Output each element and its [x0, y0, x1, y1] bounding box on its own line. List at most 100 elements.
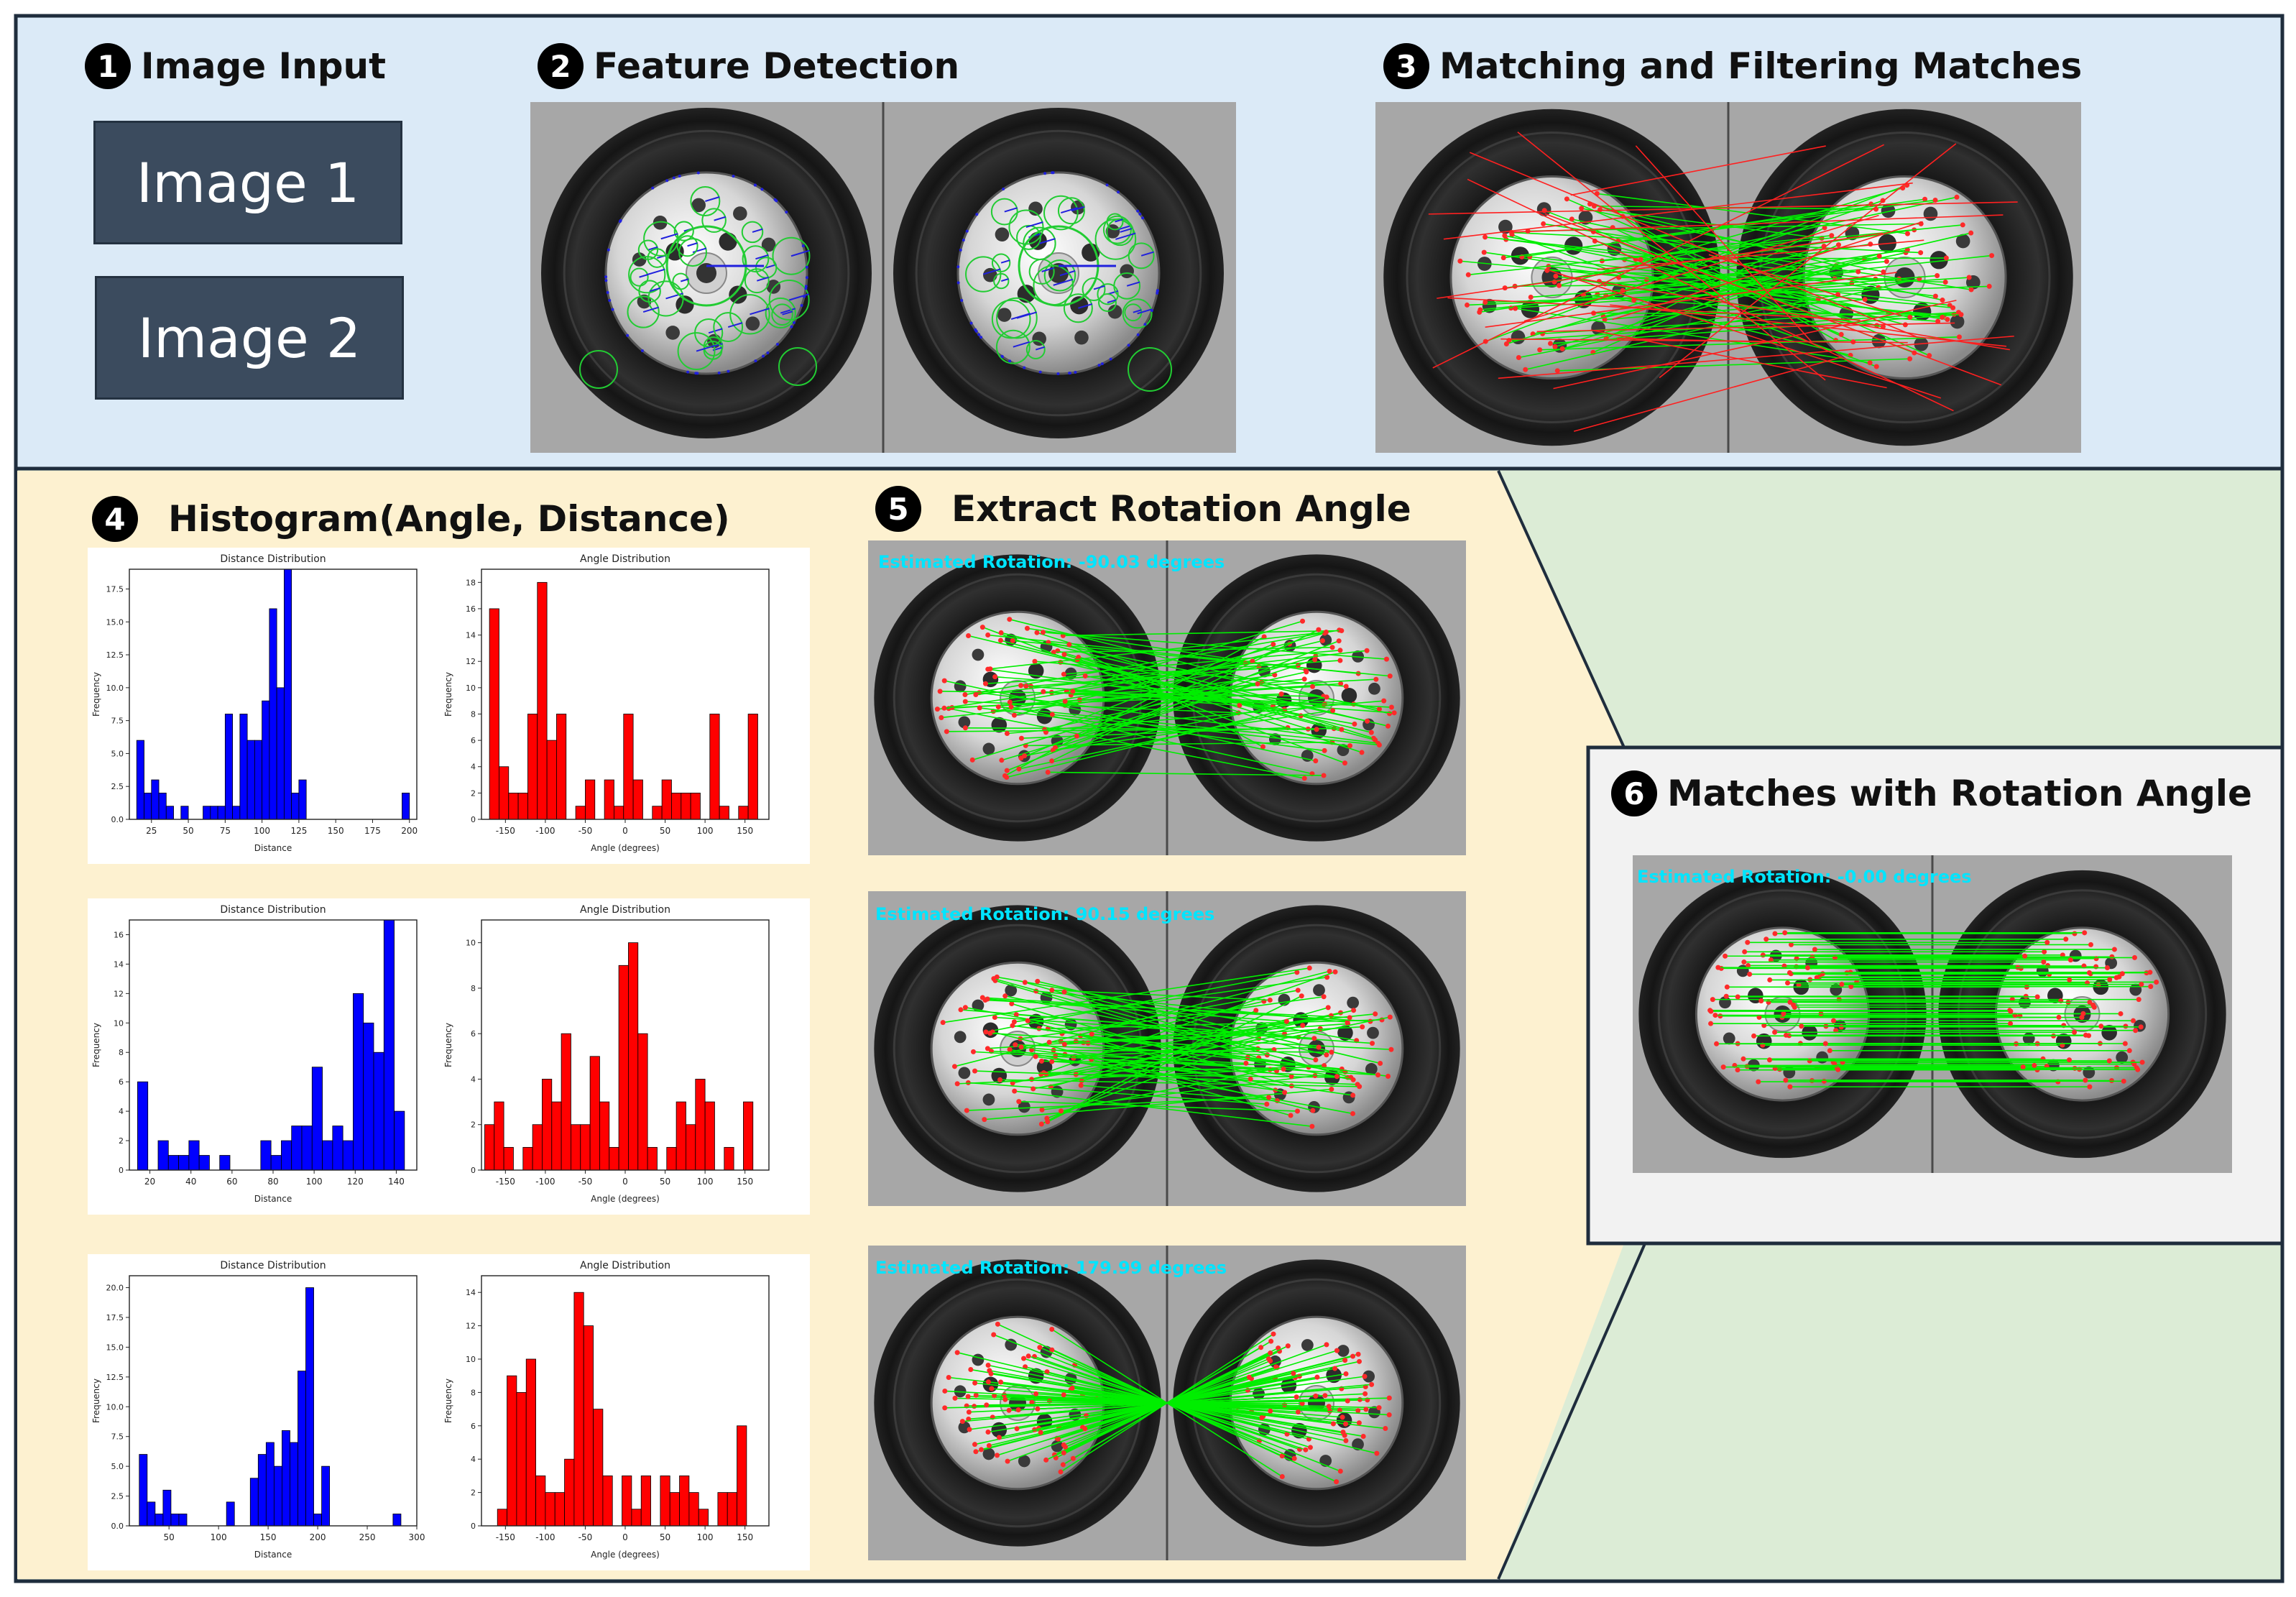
- match-point: [959, 1419, 965, 1425]
- match-point: [1033, 1054, 1038, 1059]
- match-point: [1544, 267, 1550, 273]
- y-tick-label: 17.5: [106, 1313, 124, 1322]
- histogram-bar: [503, 1146, 514, 1171]
- good-match: [1078, 656, 1368, 722]
- match-point: [1044, 1369, 1050, 1375]
- match-point: [1386, 1395, 1392, 1401]
- match-point: [1940, 315, 1945, 321]
- bad-match: [1498, 335, 2014, 379]
- histogram-bar: [180, 806, 189, 820]
- keypoint-circle: [701, 208, 727, 233]
- match-point: [1329, 1087, 1334, 1092]
- match-point: [2148, 984, 2154, 990]
- histogram-bar: [283, 569, 292, 820]
- keypoint-orientation: [646, 268, 665, 276]
- match-point: [2067, 957, 2073, 963]
- match-point: [1751, 1033, 1757, 1039]
- histogram-bar: [522, 1146, 533, 1171]
- match-lines: [942, 1321, 1392, 1485]
- match-point: [1362, 1373, 1368, 1379]
- histogram-bar: [290, 1442, 298, 1527]
- chart-title: Angle Distribution: [580, 1260, 670, 1271]
- match-point: [1038, 1121, 1044, 1127]
- keypoint-dot: [1156, 290, 1159, 293]
- match-point: [991, 1332, 997, 1338]
- match-point: [1386, 1073, 1391, 1079]
- keypoint-dot: [1051, 171, 1055, 175]
- keypoint-dot: [1074, 371, 1077, 374]
- match-point: [2111, 947, 2117, 952]
- step3-badge: 3: [1383, 43, 1429, 89]
- match-point: [937, 689, 943, 694]
- match-point: [2087, 999, 2093, 1005]
- match-point: [1523, 367, 1529, 372]
- keypoint-dot: [805, 276, 808, 280]
- center-hole: [1337, 1025, 1353, 1041]
- match-point: [1295, 988, 1301, 993]
- match-point: [1039, 1107, 1045, 1113]
- good-match: [1071, 678, 1376, 696]
- histogram-bar: [743, 1101, 754, 1171]
- y-tick-label: 7.5: [111, 1432, 124, 1442]
- match-point: [1334, 1348, 1340, 1353]
- keypoint-orientation: [1133, 309, 1142, 313]
- match-point: [1012, 1088, 1018, 1094]
- match-point: [1070, 689, 1076, 694]
- y-tick-label: 17.5: [106, 584, 124, 594]
- good-match: [987, 998, 1287, 1022]
- keypoint-orientation: [713, 343, 723, 347]
- match-point: [1373, 737, 1378, 743]
- keypoint-dot: [1117, 190, 1120, 194]
- good-match: [979, 691, 1378, 744]
- keypoint-dot: [1097, 364, 1101, 367]
- y-tick-label: 5.0: [111, 1462, 124, 1471]
- tire-groove: [1758, 132, 2051, 423]
- keypoint-orientation: [687, 242, 698, 247]
- x-tick-label: -150: [496, 1177, 515, 1187]
- bolt-hole: [1955, 234, 1970, 249]
- histogram-bar: [737, 1425, 747, 1527]
- match-point: [966, 633, 972, 639]
- x-tick-label: 100: [306, 1177, 323, 1187]
- match-point: [942, 1388, 948, 1394]
- match-point: [1835, 1067, 1841, 1072]
- match-point: [1288, 1113, 1294, 1118]
- match-point: [2044, 939, 2050, 945]
- match-point: [1381, 698, 1387, 704]
- match-point: [1835, 242, 1841, 248]
- match-point: [1356, 1420, 1362, 1426]
- match-point: [973, 1392, 979, 1398]
- match-point: [1735, 994, 1741, 1000]
- bolt-hole: [665, 326, 680, 340]
- keypoint-circle: [1082, 277, 1106, 301]
- match-point: [1735, 1067, 1741, 1073]
- match-point: [1355, 1351, 1361, 1357]
- good-match: [1051, 989, 1271, 1001]
- match-point: [1796, 982, 1802, 988]
- tire-groove: [893, 573, 1143, 823]
- match-point: [1907, 356, 1913, 362]
- match-point: [1483, 234, 1488, 240]
- keypoint-circle: [772, 236, 811, 275]
- good-match: [1548, 265, 1942, 318]
- match-point: [1822, 1041, 1828, 1046]
- histogram-bar: [695, 1079, 706, 1171]
- histogram-bar: [583, 1325, 594, 1527]
- step2-label: Feature Detection: [594, 45, 960, 87]
- histogram-bar: [353, 993, 364, 1171]
- x-tick-label: 100: [697, 1532, 714, 1542]
- y-tick-label: 0: [471, 1522, 476, 1531]
- match-point: [1261, 634, 1267, 640]
- y-tick-label: 0.0: [111, 1522, 124, 1531]
- match-point: [1321, 773, 1327, 778]
- match-point: [1060, 1462, 1066, 1468]
- match-point: [1465, 272, 1471, 277]
- histogram-bar: [484, 1124, 495, 1171]
- keypoint-dot: [804, 287, 808, 290]
- y-axis-label: Frequency: [443, 1023, 453, 1067]
- match-point: [992, 674, 998, 680]
- match-point: [1082, 1426, 1088, 1432]
- bolt-hole: [632, 252, 647, 267]
- center-hole: [991, 717, 1008, 733]
- match-point: [1968, 230, 1974, 236]
